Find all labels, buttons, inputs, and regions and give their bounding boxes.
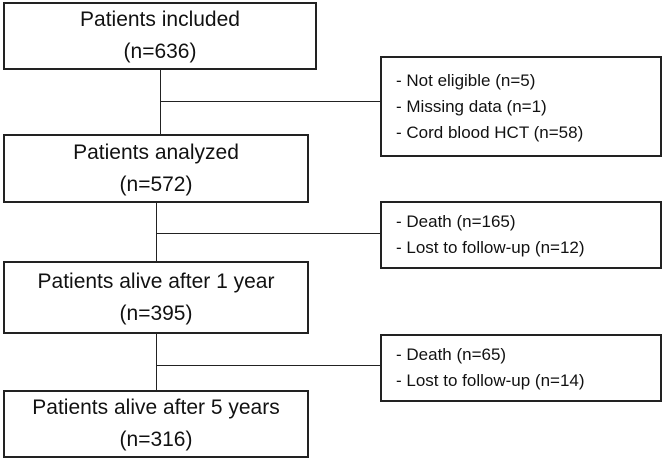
patients-alive-5-years-count: (n=316): [119, 428, 193, 451]
exclusion-item: Missing data (n=1): [396, 94, 660, 120]
patients-alive-5-years-box: Patients alive after 5 years (n=316): [3, 390, 309, 458]
exclusion-box-2: Death (n=165) Lost to follow-up (n=12): [380, 201, 662, 269]
exclusion-item: Death (n=65): [396, 342, 660, 368]
patients-included-label: Patients included: [80, 8, 240, 31]
exclusion-box-1: Not eligible (n=5) Missing data (n=1) Co…: [380, 56, 662, 157]
connector-horizontal-3: [156, 365, 380, 366]
exclusion-item: Death (n=165): [396, 209, 660, 235]
connector-vertical-1: [160, 70, 161, 134]
patients-alive-1-year-box: Patients alive after 1 year (n=395): [3, 261, 309, 334]
exclusion-item: Not eligible (n=5): [396, 68, 660, 94]
patients-included-box: Patients included (n=636): [3, 2, 317, 70]
connector-horizontal-2: [156, 233, 380, 234]
patients-alive-1-year-count: (n=395): [119, 301, 193, 325]
patients-analyzed-count: (n=572): [119, 172, 193, 196]
exclusion-item: Cord blood HCT (n=58): [396, 120, 660, 146]
patients-included-count: (n=636): [123, 40, 197, 63]
connector-vertical-3: [156, 334, 157, 390]
patients-analyzed-box: Patients analyzed (n=572): [3, 134, 309, 203]
exclusion-item: Lost to follow-up (n=12): [396, 235, 660, 261]
exclusion-box-3: Death (n=65) Lost to follow-up (n=14): [380, 334, 662, 402]
exclusion-item: Lost to follow-up (n=14): [396, 368, 660, 394]
patients-alive-1-year-label: Patients alive after 1 year: [37, 269, 275, 293]
patients-analyzed-label: Patients analyzed: [73, 140, 239, 164]
connector-vertical-2: [156, 203, 157, 261]
connector-horizontal-1: [160, 101, 380, 102]
patients-alive-5-years-label: Patients alive after 5 years: [32, 396, 280, 419]
